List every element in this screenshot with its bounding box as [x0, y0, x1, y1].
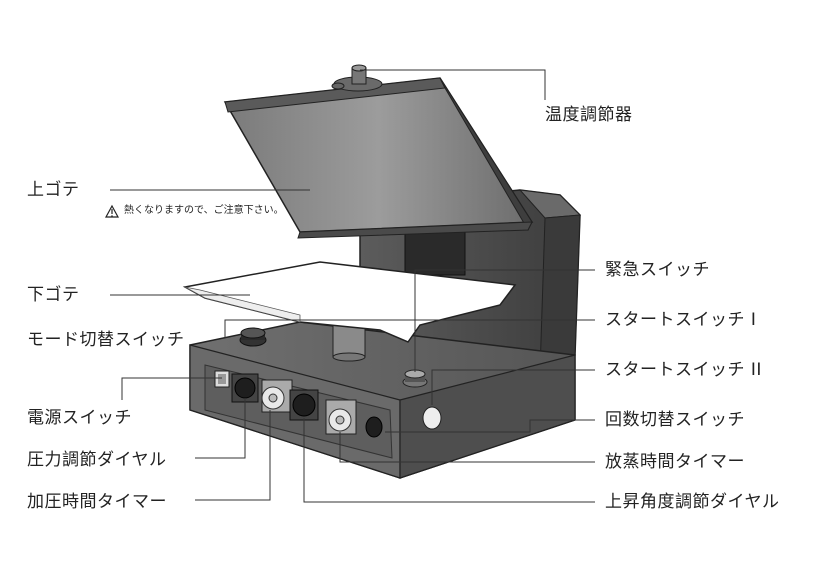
emergency-switch[interactable] [402, 369, 428, 388]
pressure-dial[interactable] [231, 373, 259, 403]
label-upper-plate: 上ゴテ [27, 180, 80, 200]
power-switch[interactable] [214, 370, 230, 388]
label-mode-switch: モード切替スイッチ [27, 330, 185, 350]
leader-start-switch-1 [224, 319, 595, 338]
leader-pressure-dial [195, 398, 246, 459]
label-start-switch-1: スタートスイッチ I [605, 310, 757, 330]
leader-steam-timer [339, 432, 595, 463]
label-lower-plate: 下ゴテ [27, 285, 80, 305]
label-emergency-switch: 緊急スイッチ [605, 260, 710, 280]
warning-triangle-icon [104, 204, 120, 218]
leader-count-switch [385, 419, 595, 433]
mode-switch[interactable] [239, 327, 267, 347]
start-switch-2[interactable] [422, 406, 442, 430]
label-pressure-dial: 圧力調節ダイヤル [27, 450, 167, 470]
label-steam-timer: 放蒸時間タイマー [605, 452, 745, 472]
leader-start-switch-2 [431, 369, 595, 405]
temperature-controller-knob [331, 64, 383, 92]
leader-temp-controller [360, 69, 546, 100]
leader-lines [110, 69, 595, 503]
label-count-switch: 回数切替スイッチ [605, 410, 745, 430]
leader-power-switch [121, 377, 222, 400]
count-switch[interactable] [365, 416, 383, 438]
leader-press-timer [195, 410, 271, 501]
press-timer[interactable] [261, 379, 293, 413]
label-temp-controller: 温度調節器 [545, 105, 633, 125]
lift-angle-dial[interactable] [289, 389, 319, 421]
label-power-switch: 電源スイッチ [27, 408, 132, 428]
label-press-timer: 加圧時間タイマー [27, 492, 167, 512]
lower-plate [182, 261, 517, 343]
leader-emergency-switch [414, 269, 595, 372]
leader-lift-angle [303, 418, 595, 503]
label-upper-plate-warning: 熱くなりますので、ご注意下さい。 [124, 205, 284, 216]
label-lift-angle-dial: 上昇角度調節ダイヤル [605, 492, 780, 512]
label-start-switch-2: スタートスイッチ II [605, 360, 762, 380]
steam-timer[interactable] [325, 399, 357, 435]
